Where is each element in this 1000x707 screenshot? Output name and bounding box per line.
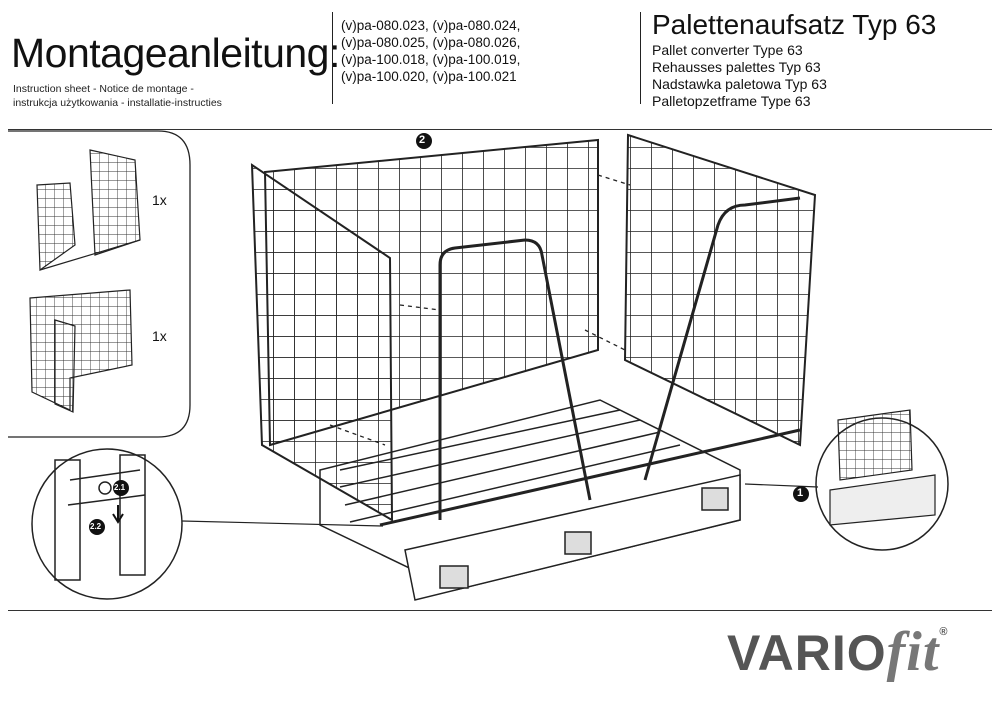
article-code-line: (v)pa-100.018, (v)pa-100.019,	[341, 52, 521, 67]
detail-right-drawing	[829, 409, 936, 526]
step-2-1-label: 2.1	[114, 483, 126, 492]
arrow-down-icon	[112, 505, 124, 524]
translation-line: Nadstawka paletowa Typ 63	[652, 76, 827, 92]
header-divider-right	[640, 12, 641, 104]
header-rule	[8, 129, 992, 130]
step-1-label: 1	[797, 487, 804, 499]
front-frame-drawing	[379, 196, 801, 527]
detail-left-drawing	[54, 454, 146, 581]
assembly-guide-lines	[329, 174, 631, 446]
parts-panel	[8, 130, 191, 438]
article-code-line: (v)pa-080.025, (v)pa-080.026,	[341, 35, 521, 50]
step-2-2-label: 2.2	[90, 522, 102, 531]
left-mesh-panel	[250, 163, 394, 522]
step-2-marker	[416, 133, 432, 149]
brand-logo: VARIOfit®	[727, 620, 949, 684]
brand-fit: fit	[886, 621, 940, 683]
translation-line: Pallet converter Type 63	[652, 42, 803, 58]
step-2-1-marker	[113, 480, 129, 496]
brand-vario: VARIO	[727, 625, 887, 681]
step-2-2-marker	[89, 519, 105, 535]
detail-left-connector	[181, 520, 384, 527]
header-divider-left	[332, 12, 333, 104]
subtitle-line-1: Instruction sheet - Notice de montage -	[13, 83, 194, 95]
detail-right-connector	[744, 483, 819, 488]
article-code-line: (v)pa-100.020, (v)pa-100.021	[341, 69, 517, 84]
part-2-quantity: 1x	[152, 328, 167, 344]
registered-mark: ®	[939, 626, 949, 638]
part-folded-frames-icon	[36, 149, 141, 272]
product-title: Palettenaufsatz Typ 63	[652, 9, 937, 40]
right-mesh-panel	[623, 133, 817, 447]
part-end-frame-icon	[29, 289, 133, 413]
article-codes: (v)pa-080.023, (v)pa-080.024, (v)pa-080.…	[341, 17, 520, 85]
article-code-line: (v)pa-080.023, (v)pa-080.024,	[341, 18, 521, 33]
subtitle-line-2: instrukcja użytkowania - installatie-ins…	[13, 97, 222, 109]
part-1-quantity: 1x	[152, 192, 167, 208]
translation-line: Rehausses palettes Typ 63	[652, 59, 821, 75]
step-2-label: 2	[419, 134, 426, 146]
translation-line: Palletopzetframe Type 63	[652, 93, 811, 109]
product-translations: Pallet converter Type 63 Rehausses palet…	[652, 42, 827, 110]
page-title: Montageanleitung:	[11, 30, 340, 76]
step-1-marker	[793, 486, 809, 502]
footer-rule	[8, 610, 992, 611]
pallet-drawing	[319, 399, 741, 601]
